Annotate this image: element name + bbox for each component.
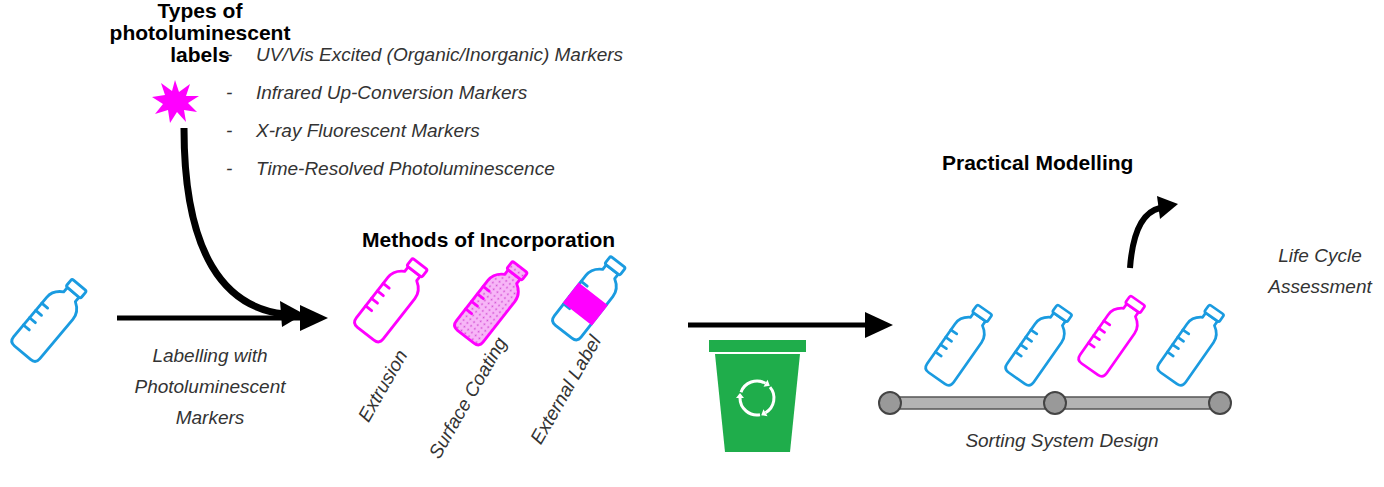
recycle-bin [709,340,806,452]
bottle-icon [1003,300,1078,387]
method-label: External Label [526,332,606,448]
bottle-icon [1076,291,1151,378]
step-caption: Sorting System Design [965,430,1158,452]
marker-type: Time-Resolved Photoluminescence [256,158,555,180]
recycle-heads [736,380,770,416]
marker-type: Infrared Up-Conversion Markers [256,82,527,104]
marker-star [152,80,199,123]
arrow-head [865,312,893,338]
method-label: Extrusion [354,346,413,426]
flow-arrow [688,323,870,328]
step-caption: Labelling with Photoluminescent Markers [122,340,298,433]
labelled-bottle [550,252,631,343]
arrow-head [300,305,328,331]
flow-arrow [117,316,305,321]
marker-type: UV/Vis Excited (Organic/Inorganic) Marke… [256,44,623,66]
bin-rim [709,340,806,352]
curved-arrow [184,128,285,314]
bullet-dash: - [226,158,232,180]
label-band [565,284,606,323]
recycle-symbol [740,381,774,415]
step-caption: Life Cycle Assessment [1265,240,1375,302]
bullet-dash: - [226,44,232,66]
conveyor-roller [879,392,901,414]
marker-type: X-ray Fluorescent Markers [256,120,480,142]
bullet-dash: - [226,120,232,142]
conveyor-roller [1209,392,1231,414]
conveyor-roller [1044,392,1066,414]
bin-body [715,354,800,452]
bottle-icon [9,274,92,364]
bullet-dash: - [226,82,232,104]
bottle-icon [550,252,631,343]
section-heading: Methods of Incorporation [362,229,615,251]
arrow-head [1157,196,1178,219]
section-heading: Practical Modelling [942,152,1133,174]
bottle-icon [923,300,998,387]
ejection-arrow [1130,208,1160,268]
method-label: Surface Coating [424,334,511,463]
bottle-icon [352,254,433,345]
bottle-icon [1155,300,1230,387]
